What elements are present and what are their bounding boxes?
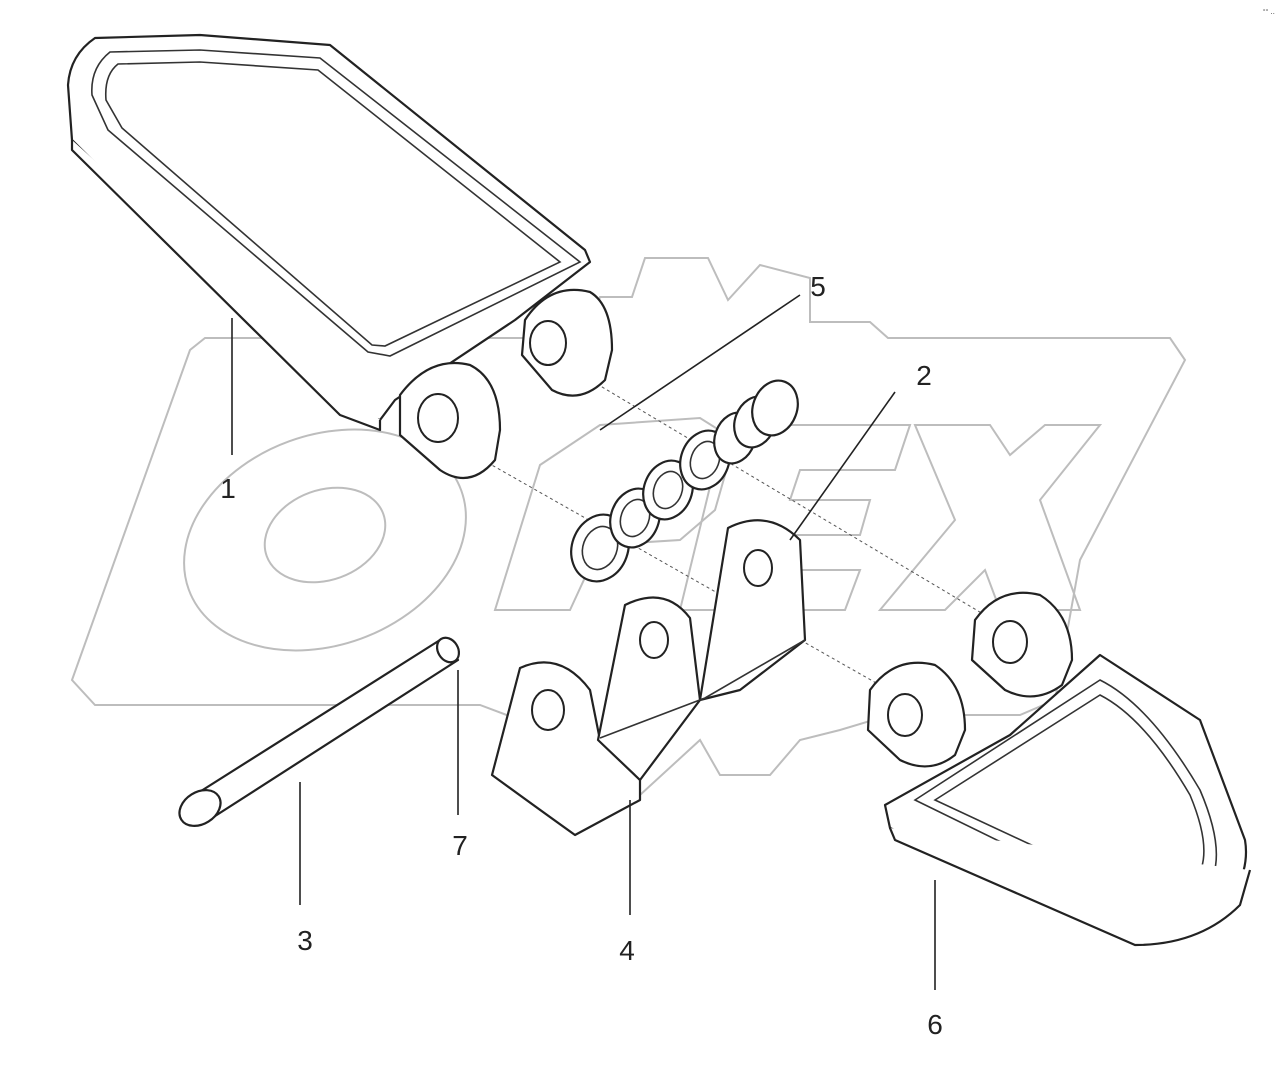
- part-4-bracket: [490, 519, 807, 837]
- part-3-pin: [178, 636, 461, 827]
- callout-5: 5: [810, 271, 826, 302]
- callout-4: 4: [619, 935, 635, 966]
- callout-6: 6: [927, 1009, 943, 1040]
- assembly-axis: [429, 429, 916, 706]
- watermark-letter-o: [183, 428, 467, 652]
- leader-5: [599, 294, 801, 431]
- watermark-letter-o-inner: [263, 486, 387, 584]
- callout-1: 1: [220, 473, 236, 504]
- leader-2: [789, 391, 896, 541]
- callout-7: 7: [452, 830, 468, 861]
- callout-3: 3: [297, 925, 313, 956]
- corner-mark: °° ․․: [1263, 8, 1275, 16]
- watermark-letter-e: [678, 424, 912, 611]
- watermark-letter-p: [493, 416, 737, 611]
- part-1-upper-footboard: [66, 33, 614, 480]
- part-2-washers: [570, 379, 799, 583]
- leader-lines: [231, 294, 936, 990]
- part-6-lower-footboard: [866, 591, 1252, 947]
- assembly-axis-2: [539, 349, 1011, 631]
- callout-2: 2: [916, 360, 932, 391]
- watermark-letter-x: [877, 424, 1103, 611]
